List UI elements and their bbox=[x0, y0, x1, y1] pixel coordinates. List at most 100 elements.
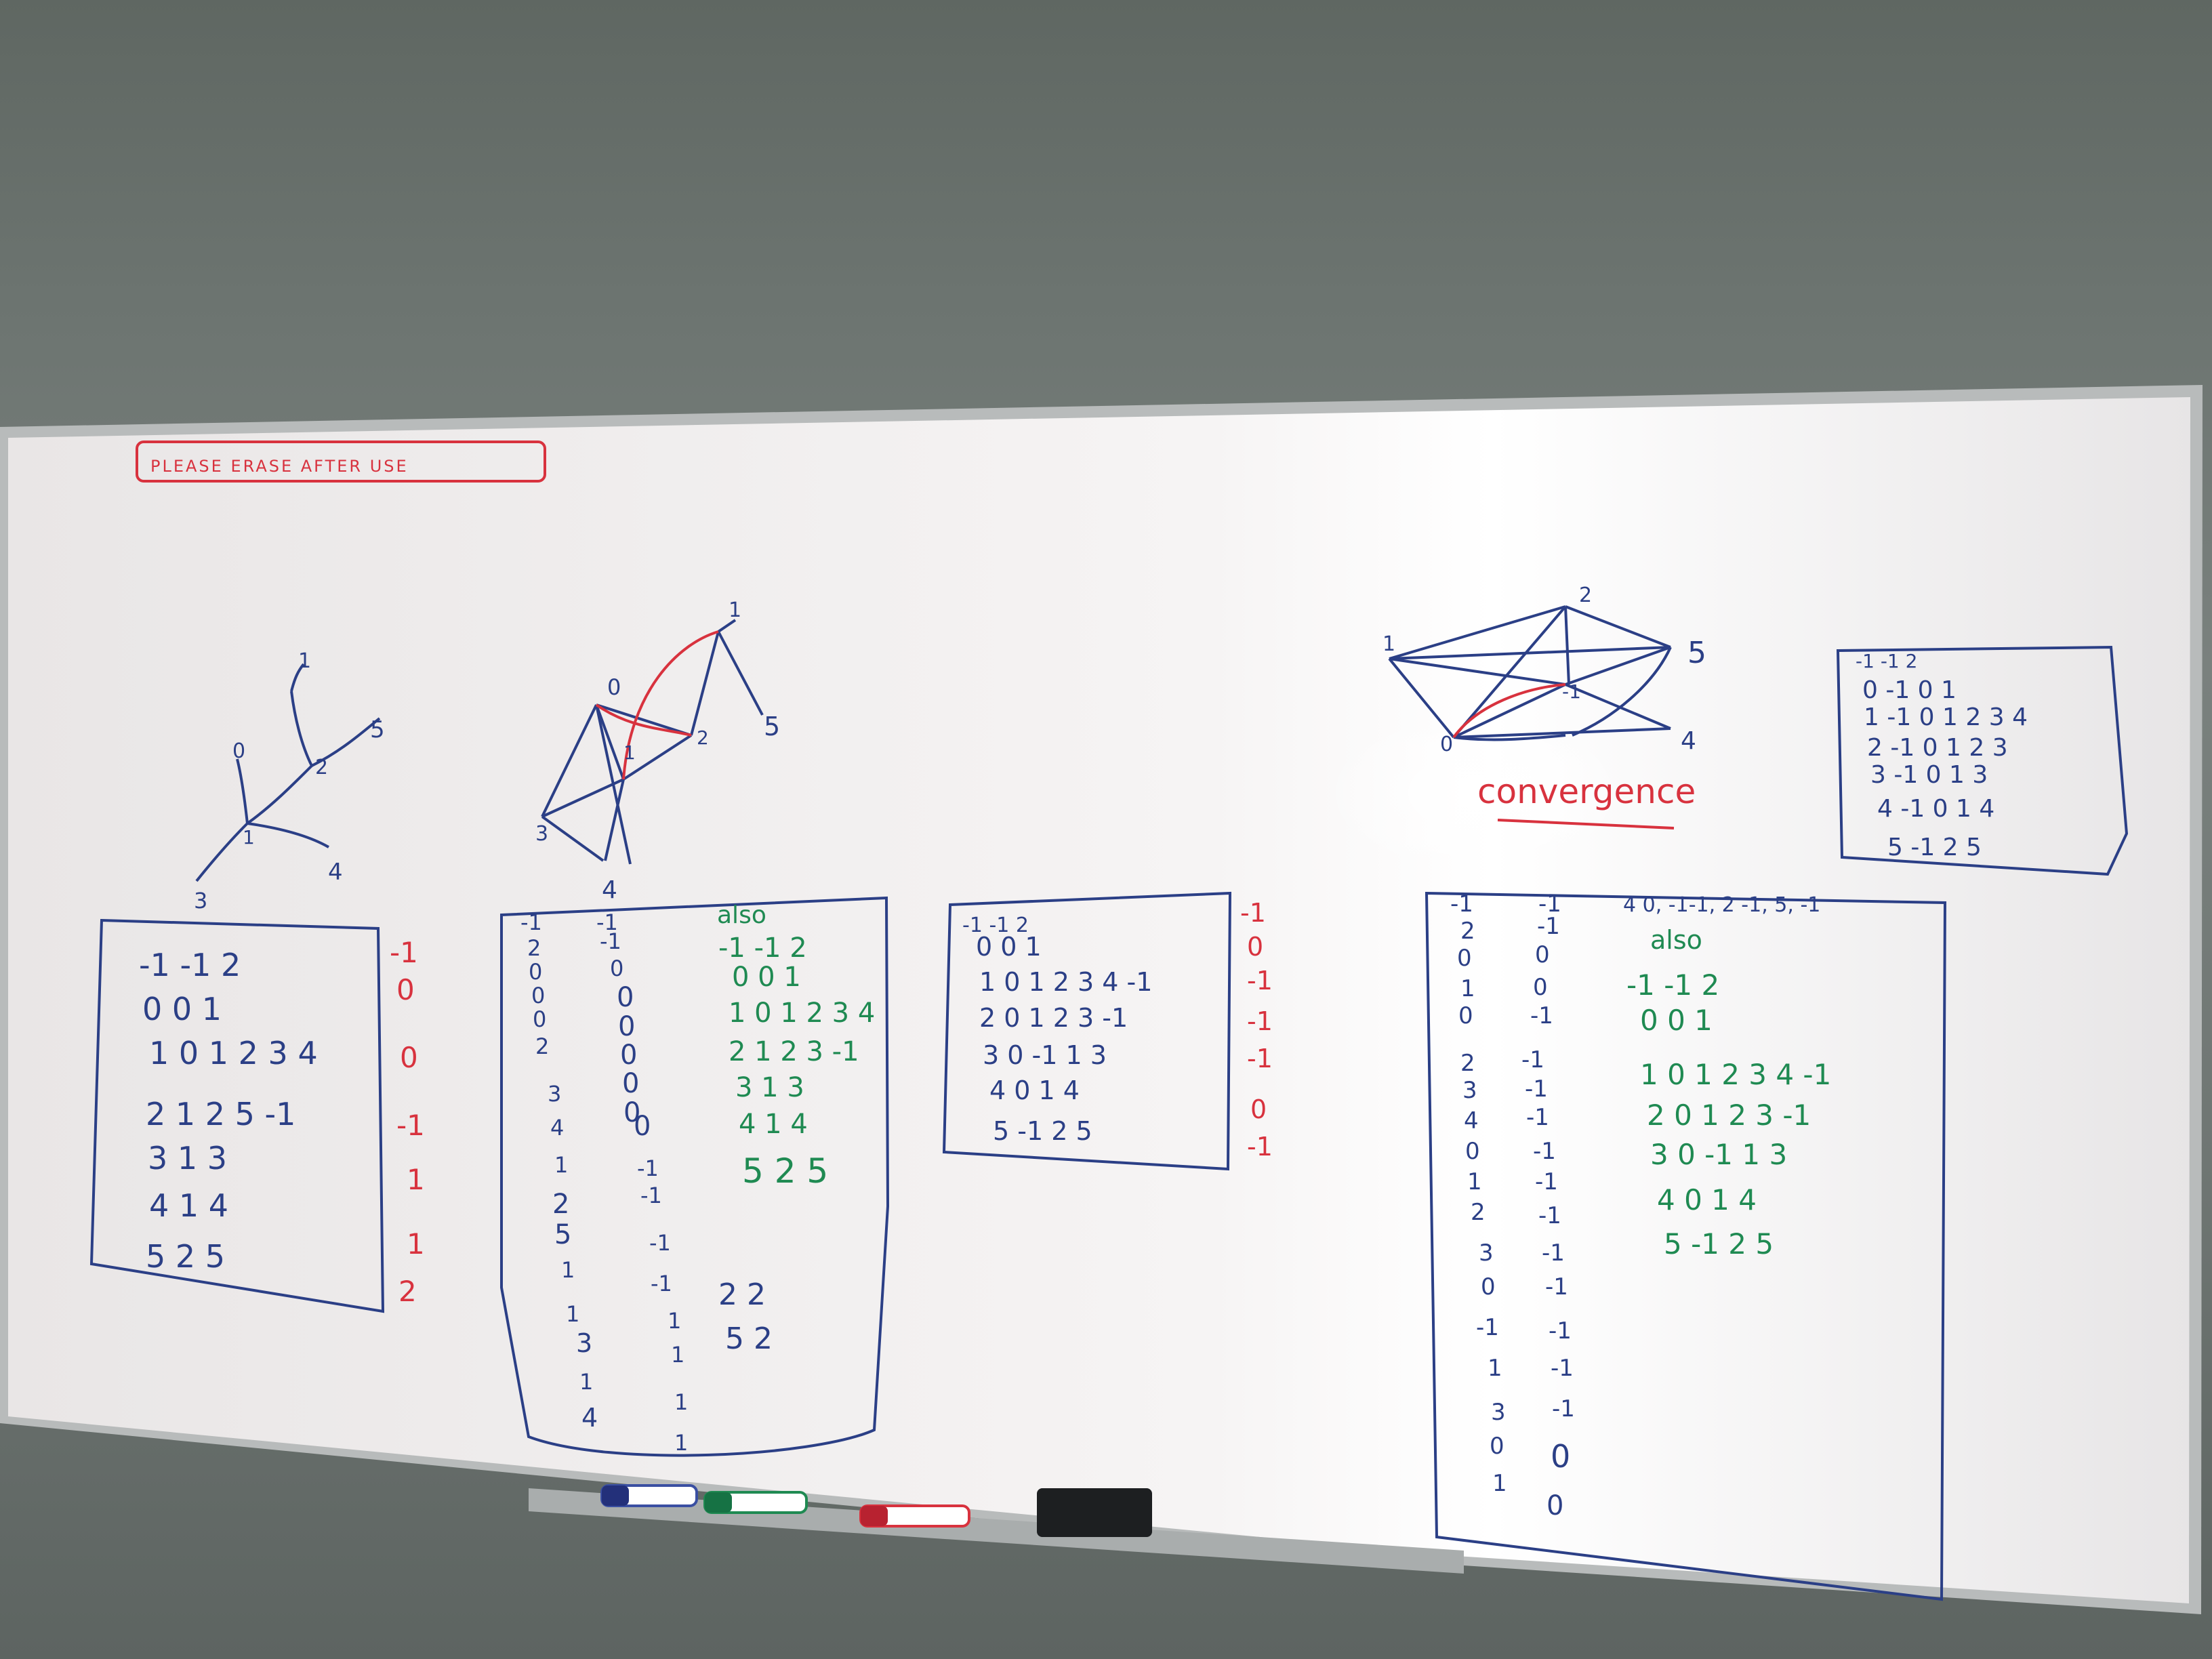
table3-row: 4 0 1 4 bbox=[989, 1076, 1080, 1105]
graph4-col1-value: 3 bbox=[1491, 1399, 1506, 1426]
table3-rows: -1 -1 2 0 0 1 1 0 1 2 3 4 -1 2 0 1 2 3 -… bbox=[962, 914, 1152, 1146]
graph1-row: 4 1 4 bbox=[149, 1187, 228, 1224]
graph2-also-row: 1 0 1 2 3 4 bbox=[729, 998, 875, 1029]
graph2-col2-value: 0 bbox=[610, 956, 623, 981]
graph4-col1-value: 1 bbox=[1467, 1168, 1482, 1195]
graph2-extra: 2 2 5 2 bbox=[718, 1277, 773, 1356]
graph2-drawing bbox=[541, 619, 764, 865]
graph4-col1-value: 3 bbox=[1479, 1240, 1494, 1267]
graph2-also-row: 5 2 5 bbox=[742, 1151, 828, 1191]
graph2-extra-value: 2 2 bbox=[718, 1277, 766, 1312]
graph2-col1-value: 2 bbox=[552, 1189, 569, 1220]
graph1-row: -1 -1 2 bbox=[139, 947, 241, 983]
graph4-col1-value: 0 bbox=[1490, 1433, 1504, 1460]
graph4-col2-value: -1 bbox=[1530, 1002, 1553, 1029]
graph2-col1-value: -1 bbox=[520, 909, 542, 935]
graph1-node-label: 3 bbox=[194, 888, 207, 914]
graph4-boxed-row: 5 -1 2 5 bbox=[1887, 834, 1982, 861]
marker-tray bbox=[529, 1484, 1464, 1574]
graph4-column-2: -1 -1 0 0 -1 -1 -1 -1 -1 -1 -1 -1 -1 -1 … bbox=[1521, 890, 1575, 1521]
graph4-col2-value: -1 bbox=[1525, 1076, 1548, 1103]
graph4-col1-value: 2 bbox=[1460, 918, 1475, 945]
green-marker[interactable] bbox=[703, 1491, 808, 1514]
graph2-col2-value: -1 bbox=[640, 1183, 662, 1208]
graph4-boxed-row: 0 -1 0 1 bbox=[1862, 676, 1957, 704]
graph2-col2-value: 0 bbox=[620, 1040, 637, 1071]
graph4-node-label: 4 bbox=[1681, 727, 1696, 755]
graph2-also-label: also bbox=[717, 901, 766, 929]
graph4-top-line: 4 0, -1-1, 2 -1, 5, -1 bbox=[1623, 893, 1820, 917]
table3-side-value: -1 bbox=[1247, 1132, 1273, 1162]
eraser[interactable] bbox=[1037, 1488, 1152, 1537]
graph1-side-value: 1 bbox=[407, 1227, 425, 1261]
graph4-boxed-row: -1 -1 2 bbox=[1856, 650, 1917, 672]
graph2-col1-value: 1 bbox=[579, 1369, 593, 1395]
graph2-also-row: 2 1 2 3 -1 bbox=[729, 1036, 859, 1067]
graph2-col1-value: 1 bbox=[561, 1257, 575, 1283]
convergence-heading: convergence bbox=[1477, 772, 1696, 811]
graph2-node-label: 2 bbox=[697, 726, 709, 749]
graph2-col1-value: 2 bbox=[527, 935, 541, 961]
graph2-col2-value: 0 bbox=[617, 982, 634, 1013]
graph1-node-labels: 0 1 2 3 4 5 1 bbox=[194, 649, 385, 914]
graph4-col1-value: 2 bbox=[1460, 1050, 1475, 1077]
graph2-col2-value: -1 bbox=[651, 1271, 672, 1296]
graph4-col2-value: -1 bbox=[1538, 1202, 1561, 1229]
graph1-side-column: -1 0 0 -1 1 1 2 bbox=[390, 936, 425, 1308]
graph4-col2-value: -1 bbox=[1535, 1168, 1558, 1195]
graph2-col1-value: 0 bbox=[529, 959, 542, 985]
graph2-col1-value: 0 bbox=[533, 1006, 546, 1032]
graph4-node-label: 5 bbox=[1687, 636, 1706, 670]
graph4-col2-value: 0 bbox=[1547, 1490, 1563, 1521]
graph2-node-label: 1 bbox=[729, 598, 741, 622]
graph4-col2-value: -1 bbox=[1533, 1138, 1556, 1165]
graph2-col1-value: 4 bbox=[581, 1403, 598, 1433]
graph4-also-row: 3 0 -1 1 3 bbox=[1650, 1138, 1787, 1171]
graph4-col2-value: -1 bbox=[1551, 1355, 1574, 1382]
graph4-also-row: 1 0 1 2 3 4 -1 bbox=[1640, 1058, 1831, 1091]
graph4-col2-value: 0 bbox=[1535, 941, 1550, 968]
graph2-table-box bbox=[500, 896, 890, 1457]
graph4-node-label: -1 bbox=[1562, 680, 1581, 703]
graph4-col2-value: 0 bbox=[1533, 974, 1548, 1001]
graph4-also-label: also bbox=[1650, 925, 1702, 955]
graph1-node-label: 1 bbox=[243, 826, 255, 848]
graph4-column-1: -1 2 0 1 0 2 3 4 0 1 2 3 0 -1 1 3 0 1 bbox=[1450, 890, 1507, 1497]
graph2-col1-value: 1 bbox=[566, 1301, 579, 1327]
graph1-table: -1 -1 2 0 0 1 1 0 1 2 3 4 2 1 2 5 -1 3 1… bbox=[139, 947, 318, 1275]
graph1-row: 3 1 3 bbox=[148, 1140, 227, 1176]
graph4-boxed-row: 2 -1 0 1 2 3 bbox=[1867, 734, 2008, 762]
graph2-column-2: -1 -1 0 0 0 0 0 0 0 -1 -1 -1 -1 1 1 1 1 bbox=[596, 909, 688, 1456]
graph4-node-label: 1 bbox=[1382, 632, 1395, 656]
graph4-col1-value: 0 bbox=[1481, 1273, 1496, 1300]
table3-side-value: -1 bbox=[1247, 966, 1273, 996]
table3-side-value: 0 bbox=[1247, 932, 1263, 962]
graph2-node-label: 3 bbox=[535, 822, 548, 846]
graph1-node-label: 1 bbox=[298, 649, 311, 673]
graph2-col1-value: 5 bbox=[554, 1219, 571, 1250]
graph2-col1-value: 1 bbox=[554, 1152, 568, 1178]
graph4-col2-value: -1 bbox=[1538, 890, 1561, 918]
graph1-row: 2 1 2 5 -1 bbox=[146, 1096, 295, 1132]
graph2-node-label: 0 bbox=[607, 674, 621, 700]
graph2-also-row: 3 1 3 bbox=[735, 1072, 804, 1103]
table3-row: -1 -1 2 bbox=[962, 914, 1029, 937]
graph1-row: 1 0 1 2 3 4 bbox=[149, 1035, 318, 1071]
graph4-col1-value: -1 bbox=[1476, 1314, 1499, 1341]
graph2-col1-value: 3 bbox=[548, 1081, 561, 1107]
graph4-col2-value: -1 bbox=[1542, 1240, 1565, 1267]
graph2-col2-value: -1 bbox=[649, 1230, 671, 1256]
graph1-node-label: 4 bbox=[328, 859, 343, 886]
graph2-col2-value: -1 bbox=[600, 928, 621, 954]
graph4-also-block: also -1 -1 2 0 0 1 1 0 1 2 3 4 -1 2 0 1 … bbox=[1626, 925, 1831, 1261]
red-marker[interactable] bbox=[859, 1504, 970, 1528]
graph2-col2-value: -1 bbox=[637, 1155, 659, 1181]
table3-row: 0 0 1 bbox=[976, 932, 1042, 962]
table3-row: 5 -1 2 5 bbox=[993, 1116, 1092, 1146]
graph4-col2-value: -1 bbox=[1526, 1104, 1549, 1131]
blue-marker[interactable] bbox=[600, 1484, 698, 1507]
graph1-node-label: 5 bbox=[370, 716, 385, 743]
graph4-drawing bbox=[1388, 605, 1675, 830]
graph2-col2-value: 0 bbox=[623, 1097, 640, 1128]
